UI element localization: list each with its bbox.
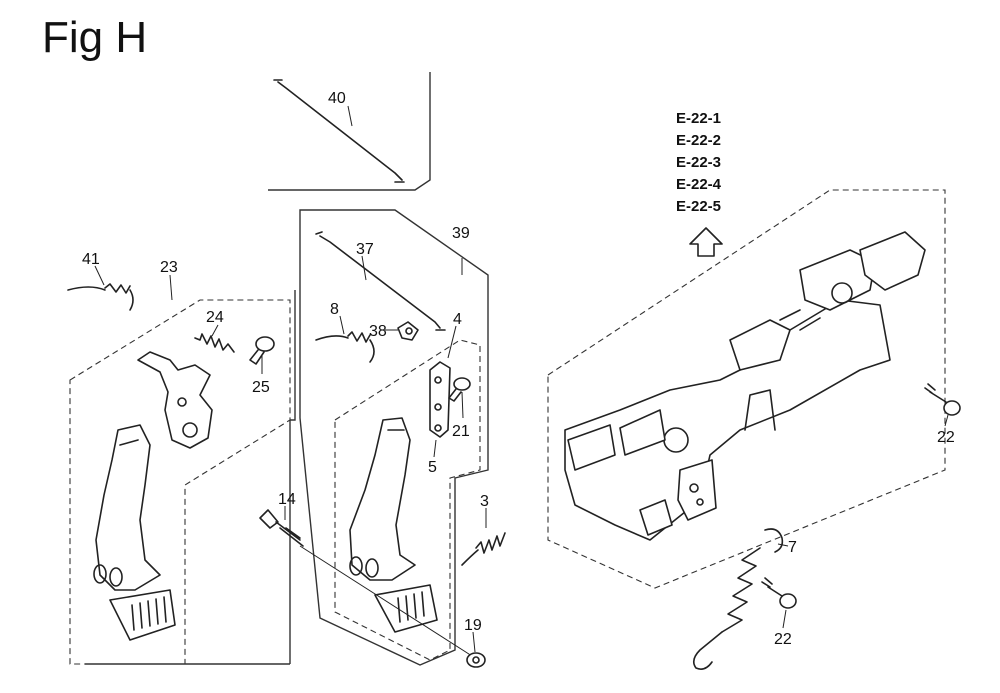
up-arrow-icon [689, 227, 723, 257]
bolt-part-25 [249, 336, 275, 365]
plate-part-4 [429, 361, 451, 438]
callout-40: 40 [328, 90, 346, 107]
figure-title: Fig H [42, 13, 148, 62]
nut-part-19 [466, 652, 486, 668]
spring-part-8 [315, 331, 375, 363]
frame-left-assembly [85, 290, 296, 665]
spring-part-41 [67, 283, 134, 311]
callout-23: 23 [160, 259, 178, 276]
reference-item[interactable]: E-22-5 [676, 198, 721, 215]
reference-item[interactable]: E-22-2 [676, 132, 721, 149]
dashed-boundary-right [547, 189, 946, 589]
reference-item[interactable]: E-22-3 [676, 154, 721, 171]
callout-22-lower: 22 [774, 631, 792, 648]
callout-37: 37 [356, 241, 374, 258]
rod-part-40 [273, 79, 405, 183]
callout-4: 4 [453, 311, 462, 328]
callout-21: 21 [452, 423, 470, 440]
callout-24: 24 [206, 309, 224, 326]
clip-part-38 [397, 321, 419, 341]
callout-7: 7 [788, 539, 797, 556]
spring-part-7 [692, 528, 784, 670]
callout-25: 25 [252, 379, 270, 396]
callout-3: 3 [480, 493, 489, 510]
callout-19: 19 [464, 617, 482, 634]
linkage-bracket-left [137, 351, 213, 449]
callout-41: 41 [82, 251, 100, 268]
spring-part-24 [194, 333, 235, 353]
callout-8: 8 [330, 301, 339, 318]
dashed-boundary-left [69, 299, 291, 665]
callout-5: 5 [428, 459, 437, 476]
bolt-part-21 [448, 377, 471, 402]
pedal-middle [349, 417, 438, 633]
reference-item[interactable]: E-22-4 [676, 176, 722, 193]
rod-part-37 [315, 231, 446, 331]
spring-part-3 [461, 532, 506, 566]
reference-list: E-22-1 E-22-2 E-22-3 E-22-4 E-22-5 [676, 110, 722, 215]
control-housing [564, 231, 926, 541]
bolt-part-22-lower [761, 577, 797, 609]
frame-rod-40 [268, 72, 431, 191]
dashed-boundary-middle [334, 339, 481, 661]
bolt-part-22-upper [924, 383, 961, 416]
callout-22-upper: 22 [937, 429, 955, 446]
bolt-part-14 [259, 509, 473, 657]
pedal-left [93, 424, 176, 641]
frame-middle-assembly [299, 209, 489, 666]
callout-14: 14 [278, 491, 296, 508]
callout-39: 39 [452, 225, 470, 242]
reference-item[interactable]: E-22-1 [676, 110, 721, 127]
callout-38: 38 [369, 323, 387, 340]
